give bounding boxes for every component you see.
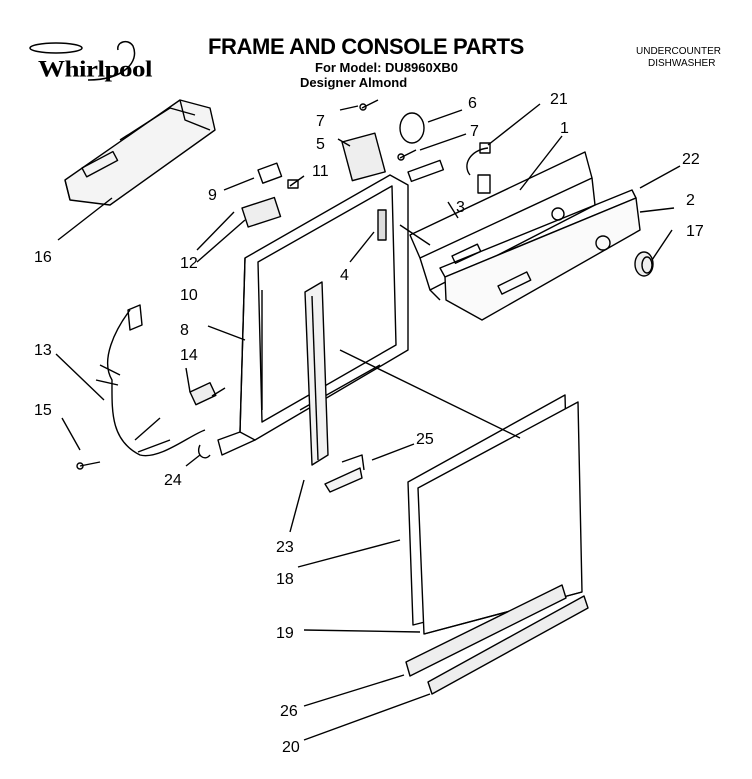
- part-18-door-panel: [407, 394, 583, 635]
- callout-5: 5: [316, 136, 325, 153]
- callout-19: 19: [276, 625, 294, 642]
- part-15-screw: [76, 461, 101, 470]
- product-type-line1: UNDERCOUNTER: [636, 46, 721, 57]
- brand-name: Whirlpool: [38, 56, 153, 82]
- page-title: FRAME AND CONSOLE PARTS: [208, 34, 524, 59]
- part-2-control-panel: [444, 197, 641, 321]
- part-9-10-11-12-latch-assembly: [241, 162, 299, 228]
- callout-20: 20: [282, 739, 300, 756]
- part-20-kick-plate: [427, 595, 589, 695]
- part-7-screws: [359, 99, 417, 161]
- part-25-clip: [324, 454, 365, 493]
- callout-23: 23: [276, 539, 294, 556]
- callout-3: 3: [456, 199, 465, 216]
- callout-9: 9: [208, 187, 217, 204]
- callout-6: 6: [468, 95, 477, 112]
- callout-2: 2: [686, 192, 695, 209]
- part-23-side-trim: [304, 281, 329, 466]
- callout-4: 4: [340, 267, 349, 284]
- callout-18: 18: [276, 571, 294, 588]
- part-4-latch: [377, 209, 387, 241]
- callout-17: 17: [686, 223, 704, 240]
- callout-14: 14: [180, 347, 198, 364]
- part-6-selector: [399, 112, 425, 144]
- callout-13: 13: [34, 342, 52, 359]
- callout-26: 26: [280, 703, 298, 720]
- part-13-harness: [95, 304, 206, 457]
- callout-7-upper: 7: [316, 113, 325, 130]
- part-24-clip: [198, 444, 211, 459]
- product-type-line2: DISHWASHER: [648, 58, 716, 69]
- callout-10: 10: [180, 287, 198, 304]
- part-21-wire-harness: [466, 142, 491, 194]
- part-14-resistor: [189, 382, 226, 406]
- callout-25: 25: [416, 431, 434, 448]
- part-5-switch: [341, 132, 386, 182]
- model-color: Designer Almond: [300, 75, 408, 90]
- model-number: For Model: DU8960XB0: [315, 60, 459, 75]
- callout-11: 11: [312, 163, 329, 180]
- part-26-bottom-trim: [405, 584, 567, 677]
- part-3-bracket: [407, 159, 445, 183]
- part-17-knob: [634, 251, 654, 277]
- callout-7-lower: 7: [470, 123, 479, 140]
- callout-12: 12: [180, 255, 198, 272]
- whirlpool-logo: Whirlpool: [28, 40, 158, 86]
- callout-16: 16: [34, 249, 52, 266]
- callout-8: 8: [180, 322, 189, 339]
- callout-24: 24: [164, 472, 182, 489]
- callout-1: 1: [560, 120, 569, 137]
- callout-15: 15: [34, 402, 52, 419]
- part-16-vent-duct: [64, 99, 216, 206]
- callout-21: 21: [550, 91, 568, 108]
- callout-22: 22: [682, 151, 700, 168]
